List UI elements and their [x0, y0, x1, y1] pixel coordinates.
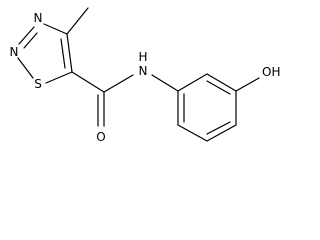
- atom-carbonyl-o: O: [96, 130, 105, 144]
- bond-carbonyl-n: [103, 74, 134, 93]
- atom-hydroxyl: OH: [262, 65, 280, 79]
- atom-labels: N N S H N O OH: [10, 11, 281, 144]
- molecule-structure: N N S H N O OH: [10, 7, 281, 144]
- bond-ar-1-2: [177, 73, 208, 92]
- atom-n-ring-top: N: [34, 11, 43, 25]
- atom-n-ring-left: N: [10, 45, 19, 59]
- bond-n-aryl: [151, 74, 179, 92]
- bond-s-n1: [17, 57, 34, 79]
- atom-amide-n: N: [139, 64, 148, 78]
- phenyl-ring: [177, 73, 260, 142]
- carboxamide-group: [71, 71, 179, 127]
- bond-ar-5-6: [177, 124, 208, 142]
- bond-c4-c5-inner: [60, 38, 66, 69]
- thiadiazole-ring: [17, 23, 73, 84]
- bond-ar-4-5: [206, 124, 237, 142]
- bond-methyl: [66, 7, 89, 35]
- atom-s-ring: S: [34, 77, 42, 91]
- atom-amide-h: H: [138, 50, 147, 64]
- bond-ar-inner-a: [206, 80, 231, 95]
- bond-c5-s: [45, 71, 73, 84]
- bond-c5-carbonyl: [71, 71, 105, 93]
- bond-ar-oh: [235, 77, 260, 92]
- bond-n3-c4: [43, 23, 68, 35]
- bond-ar-2-3: [206, 73, 237, 92]
- bond-ar-inner-b: [206, 121, 231, 135]
- bond-n1-n2: [18, 26, 35, 45]
- bond-n1-n2-inner: [23, 32, 38, 49]
- bond-c4-c5: [66, 33, 73, 73]
